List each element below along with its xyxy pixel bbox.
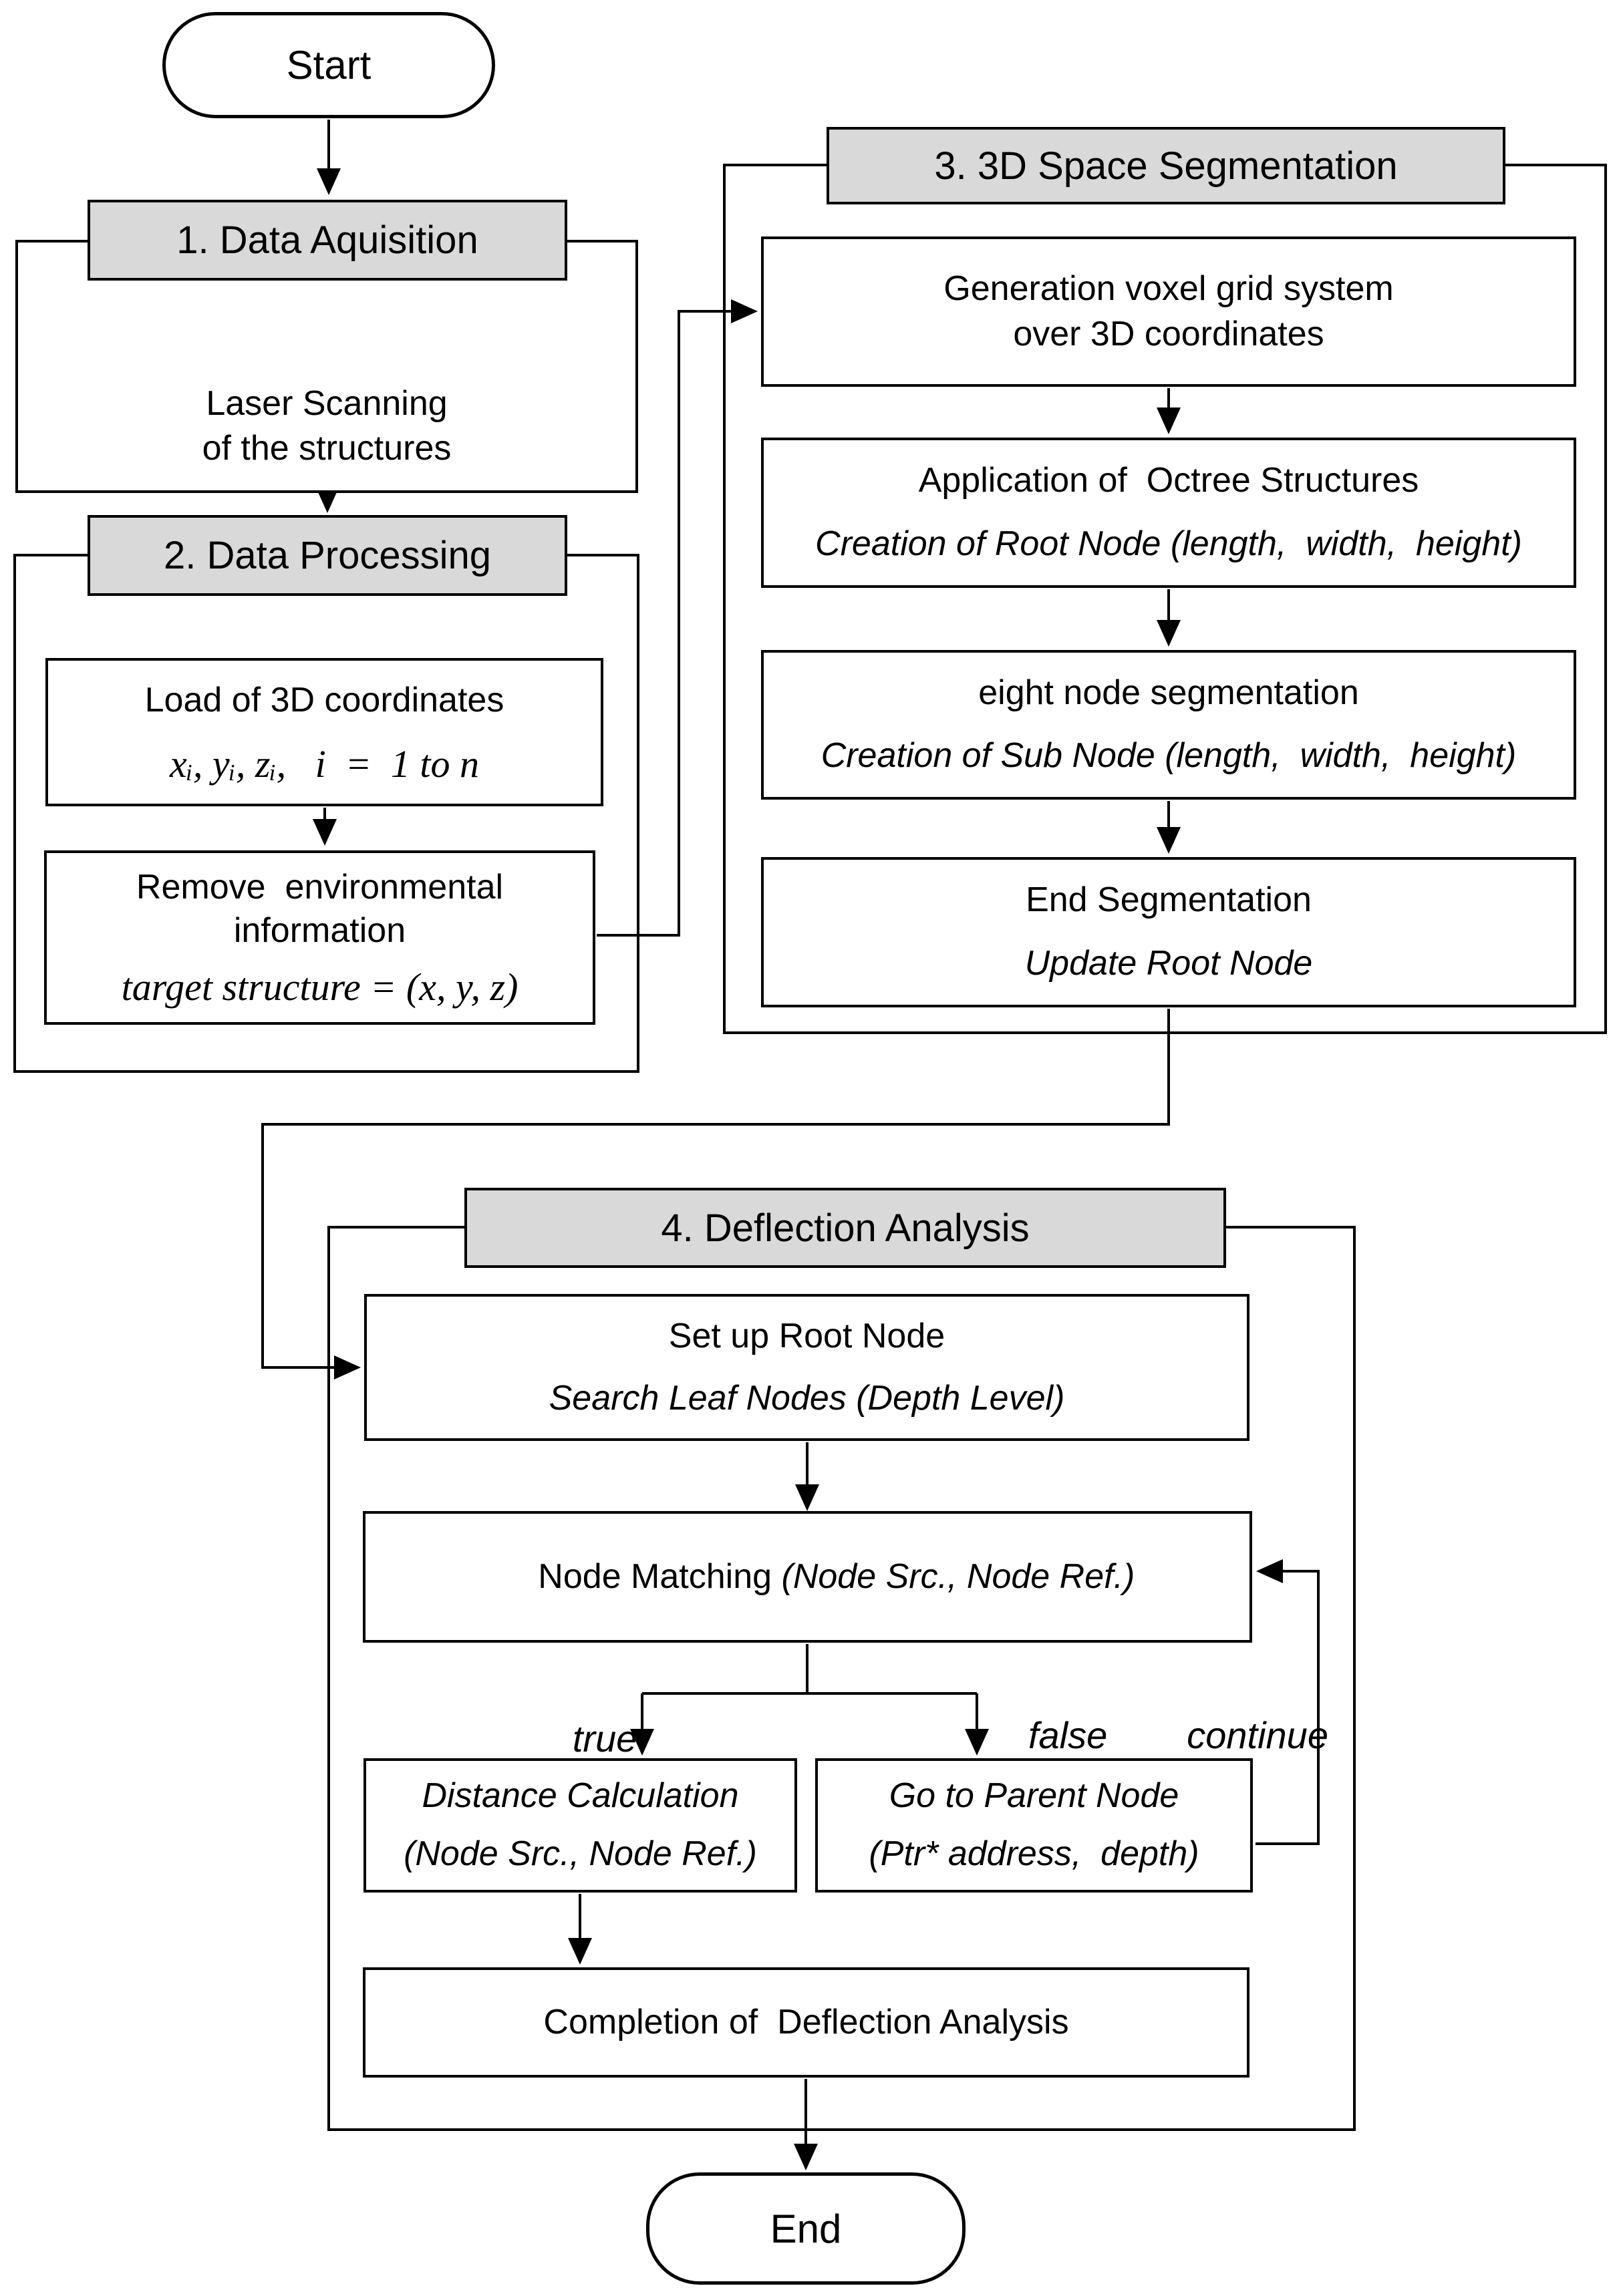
eight-node-title: eight node segmentation — [978, 673, 1359, 712]
node-matching-args: (Node Src., Node Ref.) — [781, 1556, 1135, 1596]
go-to-parent-node-box: Go to Parent Node (Ptr* address, depth) — [815, 1758, 1253, 1893]
remove-environment-box: Remove environmental information target … — [44, 850, 595, 1025]
go-to-parent-node-line2: (Ptr* address, depth) — [869, 1834, 1199, 1874]
end-terminal: End — [646, 2172, 966, 2285]
load-coordinates-math: xᵢ, yᵢ, zᵢ, i = 1 to n — [170, 742, 479, 786]
end-segmentation-subtitle: Update Root Node — [1024, 944, 1313, 983]
connector-continue-loop — [1256, 1559, 1320, 1845]
section3-header: 3. 3D Space Segmentation — [827, 127, 1505, 204]
octree-structures-box: Application of Octree Structures Creatio… — [761, 438, 1576, 588]
octree-title: Application of Octree Structures — [918, 461, 1419, 500]
section4-header: 4. Deflection Analysis — [464, 1188, 1226, 1268]
connector-s3-to-s4 — [261, 1009, 1170, 1379]
octree-subtitle: Creation of Root Node (length, width, he… — [815, 524, 1522, 564]
voxel-grid-line2: over 3D coordinates — [1013, 314, 1324, 353]
completion-label: Completion of Deflection Analysis — [543, 2002, 1069, 2041]
end-label: End — [770, 2206, 842, 2251]
go-to-parent-node-line1: Go to Parent Node — [889, 1776, 1179, 1816]
load-coordinates-title: Load of 3D coordinates — [144, 681, 504, 720]
node-matching-box: Node Matching (Node Src., Node Ref.) — [363, 1511, 1252, 1643]
branch-continue-label: continue — [1187, 1714, 1328, 1756]
distance-calculation-line2: (Node Src., Node Ref.) — [404, 1834, 757, 1874]
remove-environment-line2: information — [233, 911, 406, 950]
start-terminal: Start — [162, 12, 495, 118]
branch-true-label: true — [572, 1717, 637, 1760]
distance-calculation-box: Distance Calculation (Node Src., Node Re… — [363, 1758, 797, 1893]
setup-root-node-subtitle: Search Leaf Nodes (Depth Level) — [549, 1378, 1065, 1418]
voxel-grid-line1: Generation voxel grid system — [943, 269, 1394, 308]
laser-scanning-line2: of the structures — [202, 429, 452, 468]
remove-environment-math: target structure = (x, y, z) — [121, 965, 519, 1009]
eight-node-subtitle: Creation of Sub Node (length, width, hei… — [821, 736, 1517, 776]
distance-calculation-line1: Distance Calculation — [422, 1776, 739, 1816]
end-segmentation-title: End Segmentation — [1026, 880, 1312, 920]
section2-header: 2. Data Processing — [88, 515, 567, 596]
laser-scanning-box: Laser Scanning of the structures — [15, 240, 638, 493]
node-matching-title: Node Matching — [538, 1556, 782, 1596]
remove-environment-line1: Remove environmental — [136, 867, 504, 907]
setup-root-node-box: Set up Root Node Search Leaf Nodes (Dept… — [364, 1294, 1249, 1441]
setup-root-node-title: Set up Root Node — [668, 1316, 945, 1355]
voxel-grid-box: Generation voxel grid system over 3D coo… — [761, 236, 1576, 387]
start-label: Start — [286, 43, 372, 88]
laser-scanning-line1: Laser Scanning — [206, 383, 448, 423]
completion-box: Completion of Deflection Analysis — [363, 1967, 1249, 2078]
branch-false-label: false — [1028, 1714, 1108, 1756]
end-segmentation-box: End Segmentation Update Root Node — [761, 857, 1576, 1007]
eight-node-box: eight node segmentation Creation of Sub … — [761, 650, 1576, 800]
load-coordinates-box: Load of 3D coordinates xᵢ, yᵢ, zᵢ, i = 1… — [45, 658, 603, 806]
section1-header: 1. Data Aquisition — [88, 200, 567, 281]
